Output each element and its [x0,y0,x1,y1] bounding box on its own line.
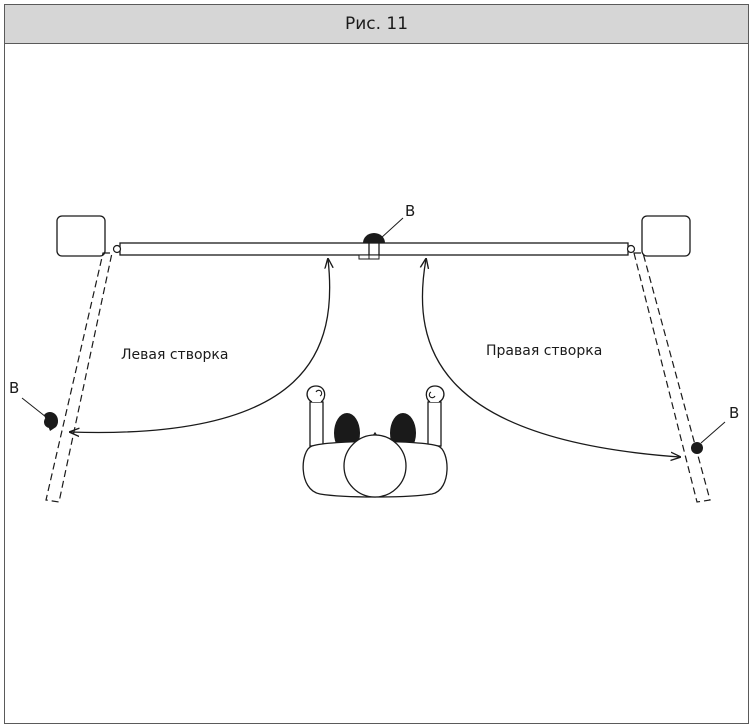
right-stop-label: B [729,404,739,422]
left-swing-arrow [70,259,330,432]
right-stop [691,442,703,454]
center-stop [363,233,385,243]
figure-title: Рис. 11 [344,14,409,34]
left-hinge [112,244,122,254]
right-leaf-label: Правая створка [486,343,602,359]
left-stop-label: B [9,379,19,397]
left-leaf-open [45,252,113,503]
top-stop-label: B [405,202,415,220]
person-icon [302,385,448,498]
left-stop [44,416,56,428]
right-leaf-open [633,252,711,503]
right-pillar [641,215,691,257]
right-swing-arrow [422,259,680,457]
left-pillar [56,215,106,257]
figure-header: Рис. 11 [5,5,748,44]
right-leaf-closed [378,242,629,256]
left-leaf-closed [119,242,370,256]
right-hinge [626,244,636,254]
left-leaf-label: Левая створка [121,347,228,363]
